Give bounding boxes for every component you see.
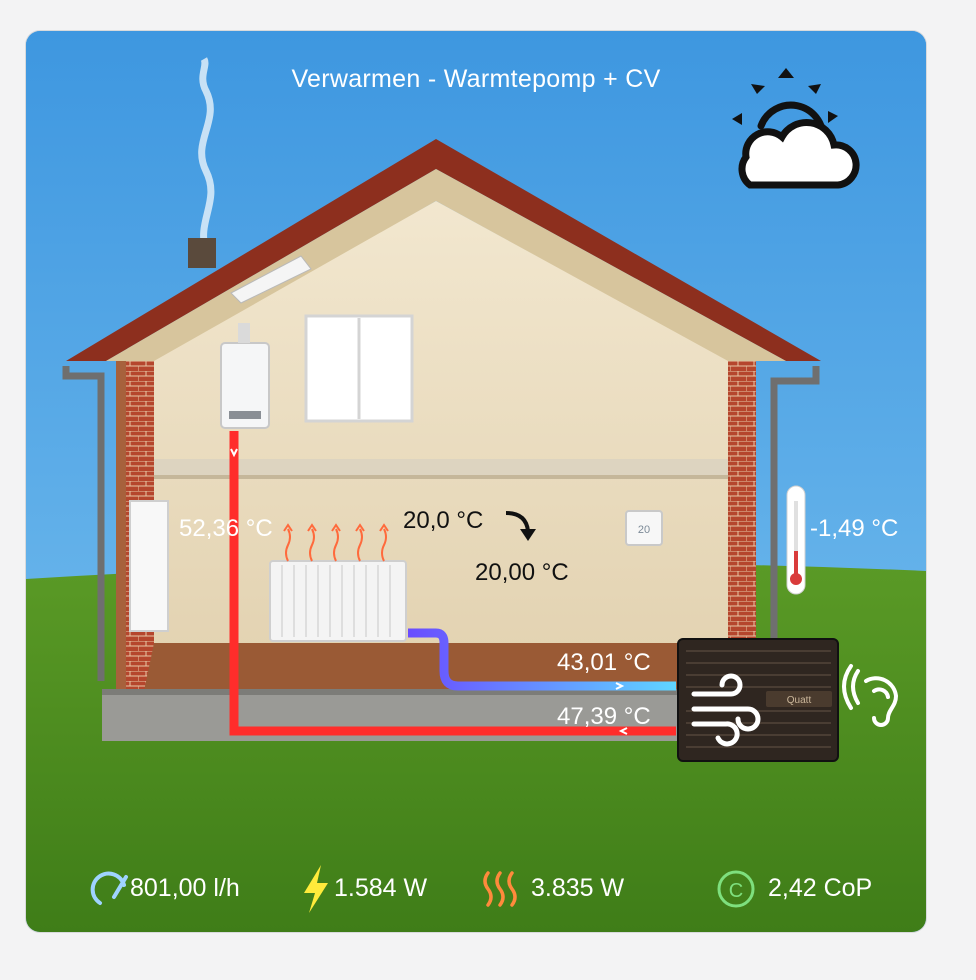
heating-card: 20 [26,31,926,932]
thermostat [625,510,663,546]
stat-cop-value: 2,42 CoP [768,874,873,902]
supply-flow-arrow [618,727,628,735]
wind-icon [691,673,761,747]
chimney-smoke [198,57,215,253]
roof-skylight [230,255,312,304]
partly-cloudy-sun-icon [732,68,860,189]
drainpipe-right [770,366,820,641]
thermostat-display: 20 [638,524,650,536]
roof-underside [106,169,786,361]
heat-pump-brand: Quatt [787,695,812,706]
setpoint-arrow [505,511,530,532]
radiator-heat-arrows [283,523,389,562]
heatpump-supply-temp: 47,39 °C [557,703,651,730]
house-scene: 20 [26,31,926,932]
stat-power-value: 1.584 W [334,874,428,902]
return-flow-arrow [615,682,625,690]
heat-pump-unit [677,638,839,762]
stat-heat: 3.835 W [531,874,624,903]
return-pipe [408,628,676,691]
stat-flow: 801,00 l/h [130,874,240,903]
stat-cop: 2,42 CoP [768,874,872,903]
speedometer-icon [90,871,128,905]
upper-floor [154,459,728,479]
roof [66,139,821,361]
side-window [129,500,169,632]
copyright-circle-icon: C [717,870,755,908]
card-title: Verwarmen - Warmtepomp + CV [291,65,661,93]
lightning-bolt-icon [304,865,328,913]
outdoor-temp: -1,49 °C [810,515,899,542]
svg-text:C: C [729,880,743,902]
stat-flow-value: 801,00 l/h [130,874,240,902]
chimney [188,238,216,268]
stat-heat-value: 3.835 W [531,874,625,902]
radiator [269,560,407,642]
ground-floor [144,643,728,691]
heat-waves-icon [483,871,517,907]
boiler-supply-temp: 52,36 °C [179,515,273,542]
stat-power: 1.584 W [334,874,427,903]
interior-wall [154,201,728,651]
drainpipe-left [62,366,105,681]
ear-icon [842,664,899,727]
room-setpoint-temp: 20,0 °C [403,507,484,534]
room-actual-temp: 20,00 °C [475,559,569,586]
return-temp: 43,01 °C [557,649,651,676]
